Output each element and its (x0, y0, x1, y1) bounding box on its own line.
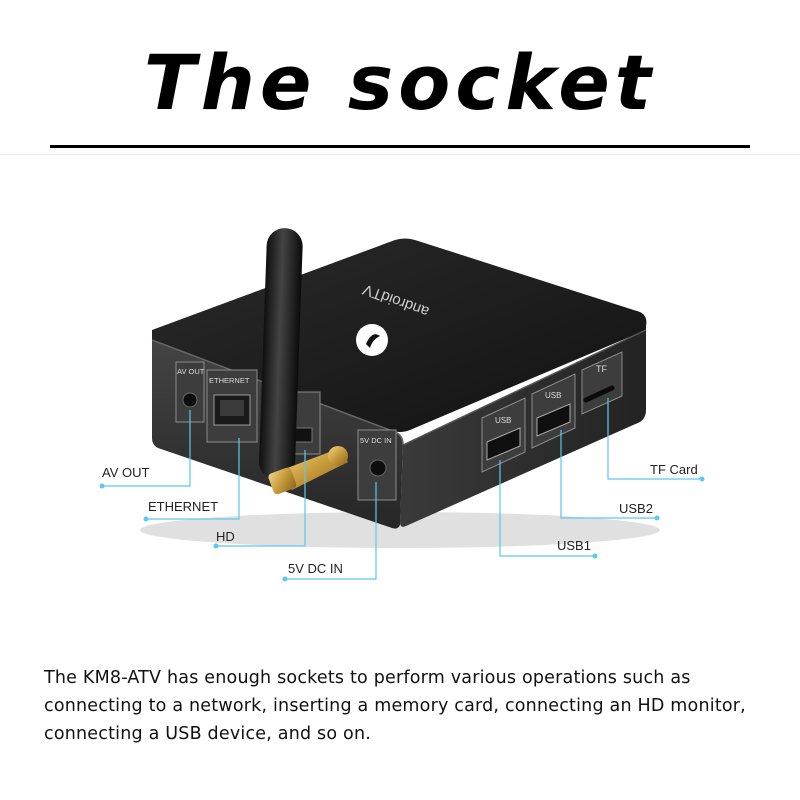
callout-label-usb2: USB2 (619, 501, 653, 516)
av-out-jack (182, 392, 198, 408)
callout-label-usb1: USB1 (557, 538, 591, 553)
port-label-ethernet: ETHERNET (209, 376, 250, 385)
port-label-usb-left: USB (495, 416, 511, 425)
page-title: The socket (143, 38, 657, 127)
device-shadow (140, 512, 660, 548)
callout-label-tf-card: TF Card (650, 462, 698, 477)
callout-line-hd (216, 450, 306, 547)
callout-line-ethernet (146, 438, 240, 520)
callout-dots (99, 476, 705, 582)
port-label-usb-right: USB (545, 391, 561, 400)
callout-label-av-out: AV OUT (102, 465, 150, 480)
callout-line-dc-in (285, 482, 377, 580)
callout-label-hd: HD (216, 529, 235, 544)
port-label-av-out: AV OUT (177, 367, 205, 376)
callout-label-dc-in: 5V DC IN (288, 561, 343, 576)
antenna (259, 228, 303, 480)
port-label-dc-in: 5V DC IN (360, 436, 392, 445)
description-paragraph: The KM8-ATV has enough sockets to perfor… (44, 668, 746, 744)
tf-slot (583, 385, 615, 403)
callout-label-ethernet: ETHERNET (148, 499, 219, 514)
callout-line-av-out (102, 410, 191, 487)
callout-line-usb2 (560, 430, 657, 519)
dc-in-jack (369, 459, 387, 477)
header-separator (0, 154, 800, 155)
title-divider (50, 145, 750, 148)
callout-lines (102, 398, 702, 580)
callout-line-tf-card (607, 398, 702, 480)
port-label-tf: TF (596, 364, 607, 374)
callout-line-usb1 (499, 460, 595, 557)
